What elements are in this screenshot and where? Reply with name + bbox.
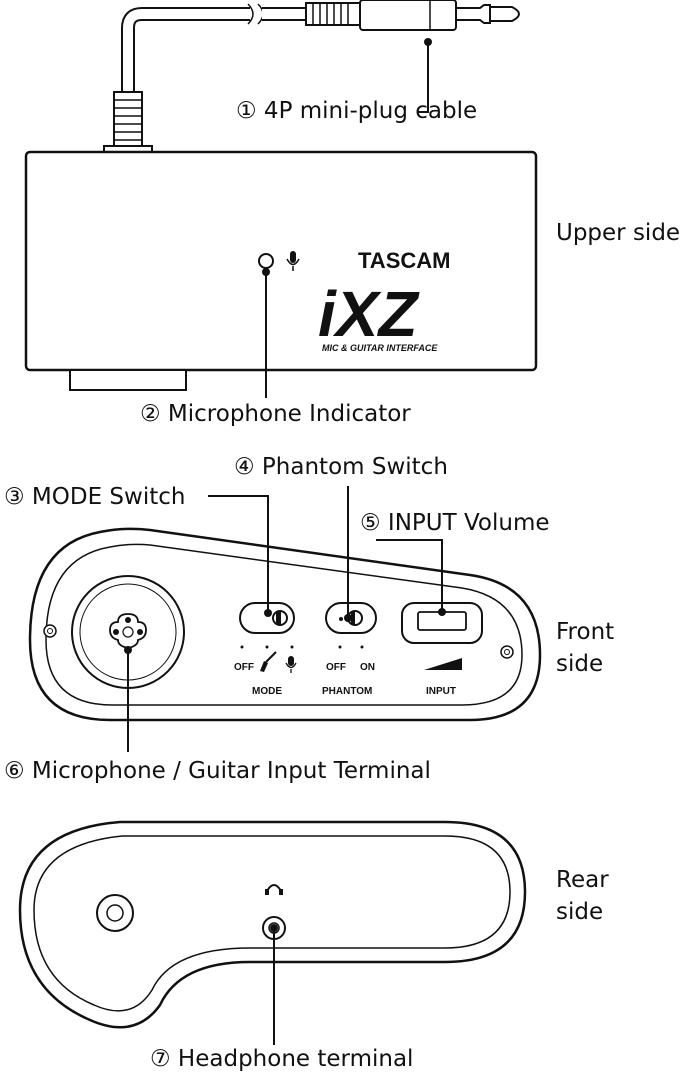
device-upper-body: TASCAM iXZ MIC & GUITAR INTERFACE [24, 150, 538, 391]
callout-input-volume: ⑤ INPUT Volume [360, 510, 550, 536]
input-label: INPUT [426, 686, 456, 697]
mic-indicator-led [258, 253, 274, 269]
callout-1-leader [418, 42, 429, 113]
phantom-label: PHANTOM [322, 686, 372, 697]
callout-5-leader [376, 539, 443, 612]
label-rear-side-1: Rear [556, 867, 609, 893]
mode-off-label: OFF [234, 662, 254, 673]
model-logo: iXZ [318, 278, 420, 350]
callout-headphone-terminal: ⑦ Headphone terminal [150, 1046, 413, 1072]
volume-wedge-icon [424, 658, 462, 670]
mode-label: MODE [252, 686, 282, 697]
microphone-icon [286, 251, 300, 271]
label-rear-side-2: side [556, 899, 603, 925]
device-front-body: OFF MODE OFF ON PHANTOM INPUT [28, 527, 542, 722]
cable-plug [103, 0, 520, 153]
phantom-on-label: ON [360, 662, 375, 673]
phantom-off-label: OFF [326, 662, 346, 673]
model-subtitle: MIC & GUITAR INTERFACE [322, 343, 438, 353]
label-upper-side: Upper side [556, 220, 680, 246]
callout-mode-switch: ③ MODE Switch [4, 484, 185, 510]
callout-combo-jack: ⑥ Microphone / Guitar Input Terminal [4, 758, 431, 784]
headphone-icon [265, 884, 283, 895]
microphone-icon [285, 656, 297, 673]
label-front-side-2: side [556, 651, 603, 677]
callout-cable: ① 4P mini-plug cable [236, 98, 477, 124]
callout-mic-indicator: ② Microphone Indicator [140, 401, 411, 427]
callout-phantom-switch: ④ Phantom Switch [234, 454, 448, 480]
label-front-side-1: Front [556, 619, 614, 645]
brand-logo: TASCAM [358, 248, 450, 273]
guitar-icon [260, 651, 277, 672]
callout-3-leader [208, 495, 269, 613]
